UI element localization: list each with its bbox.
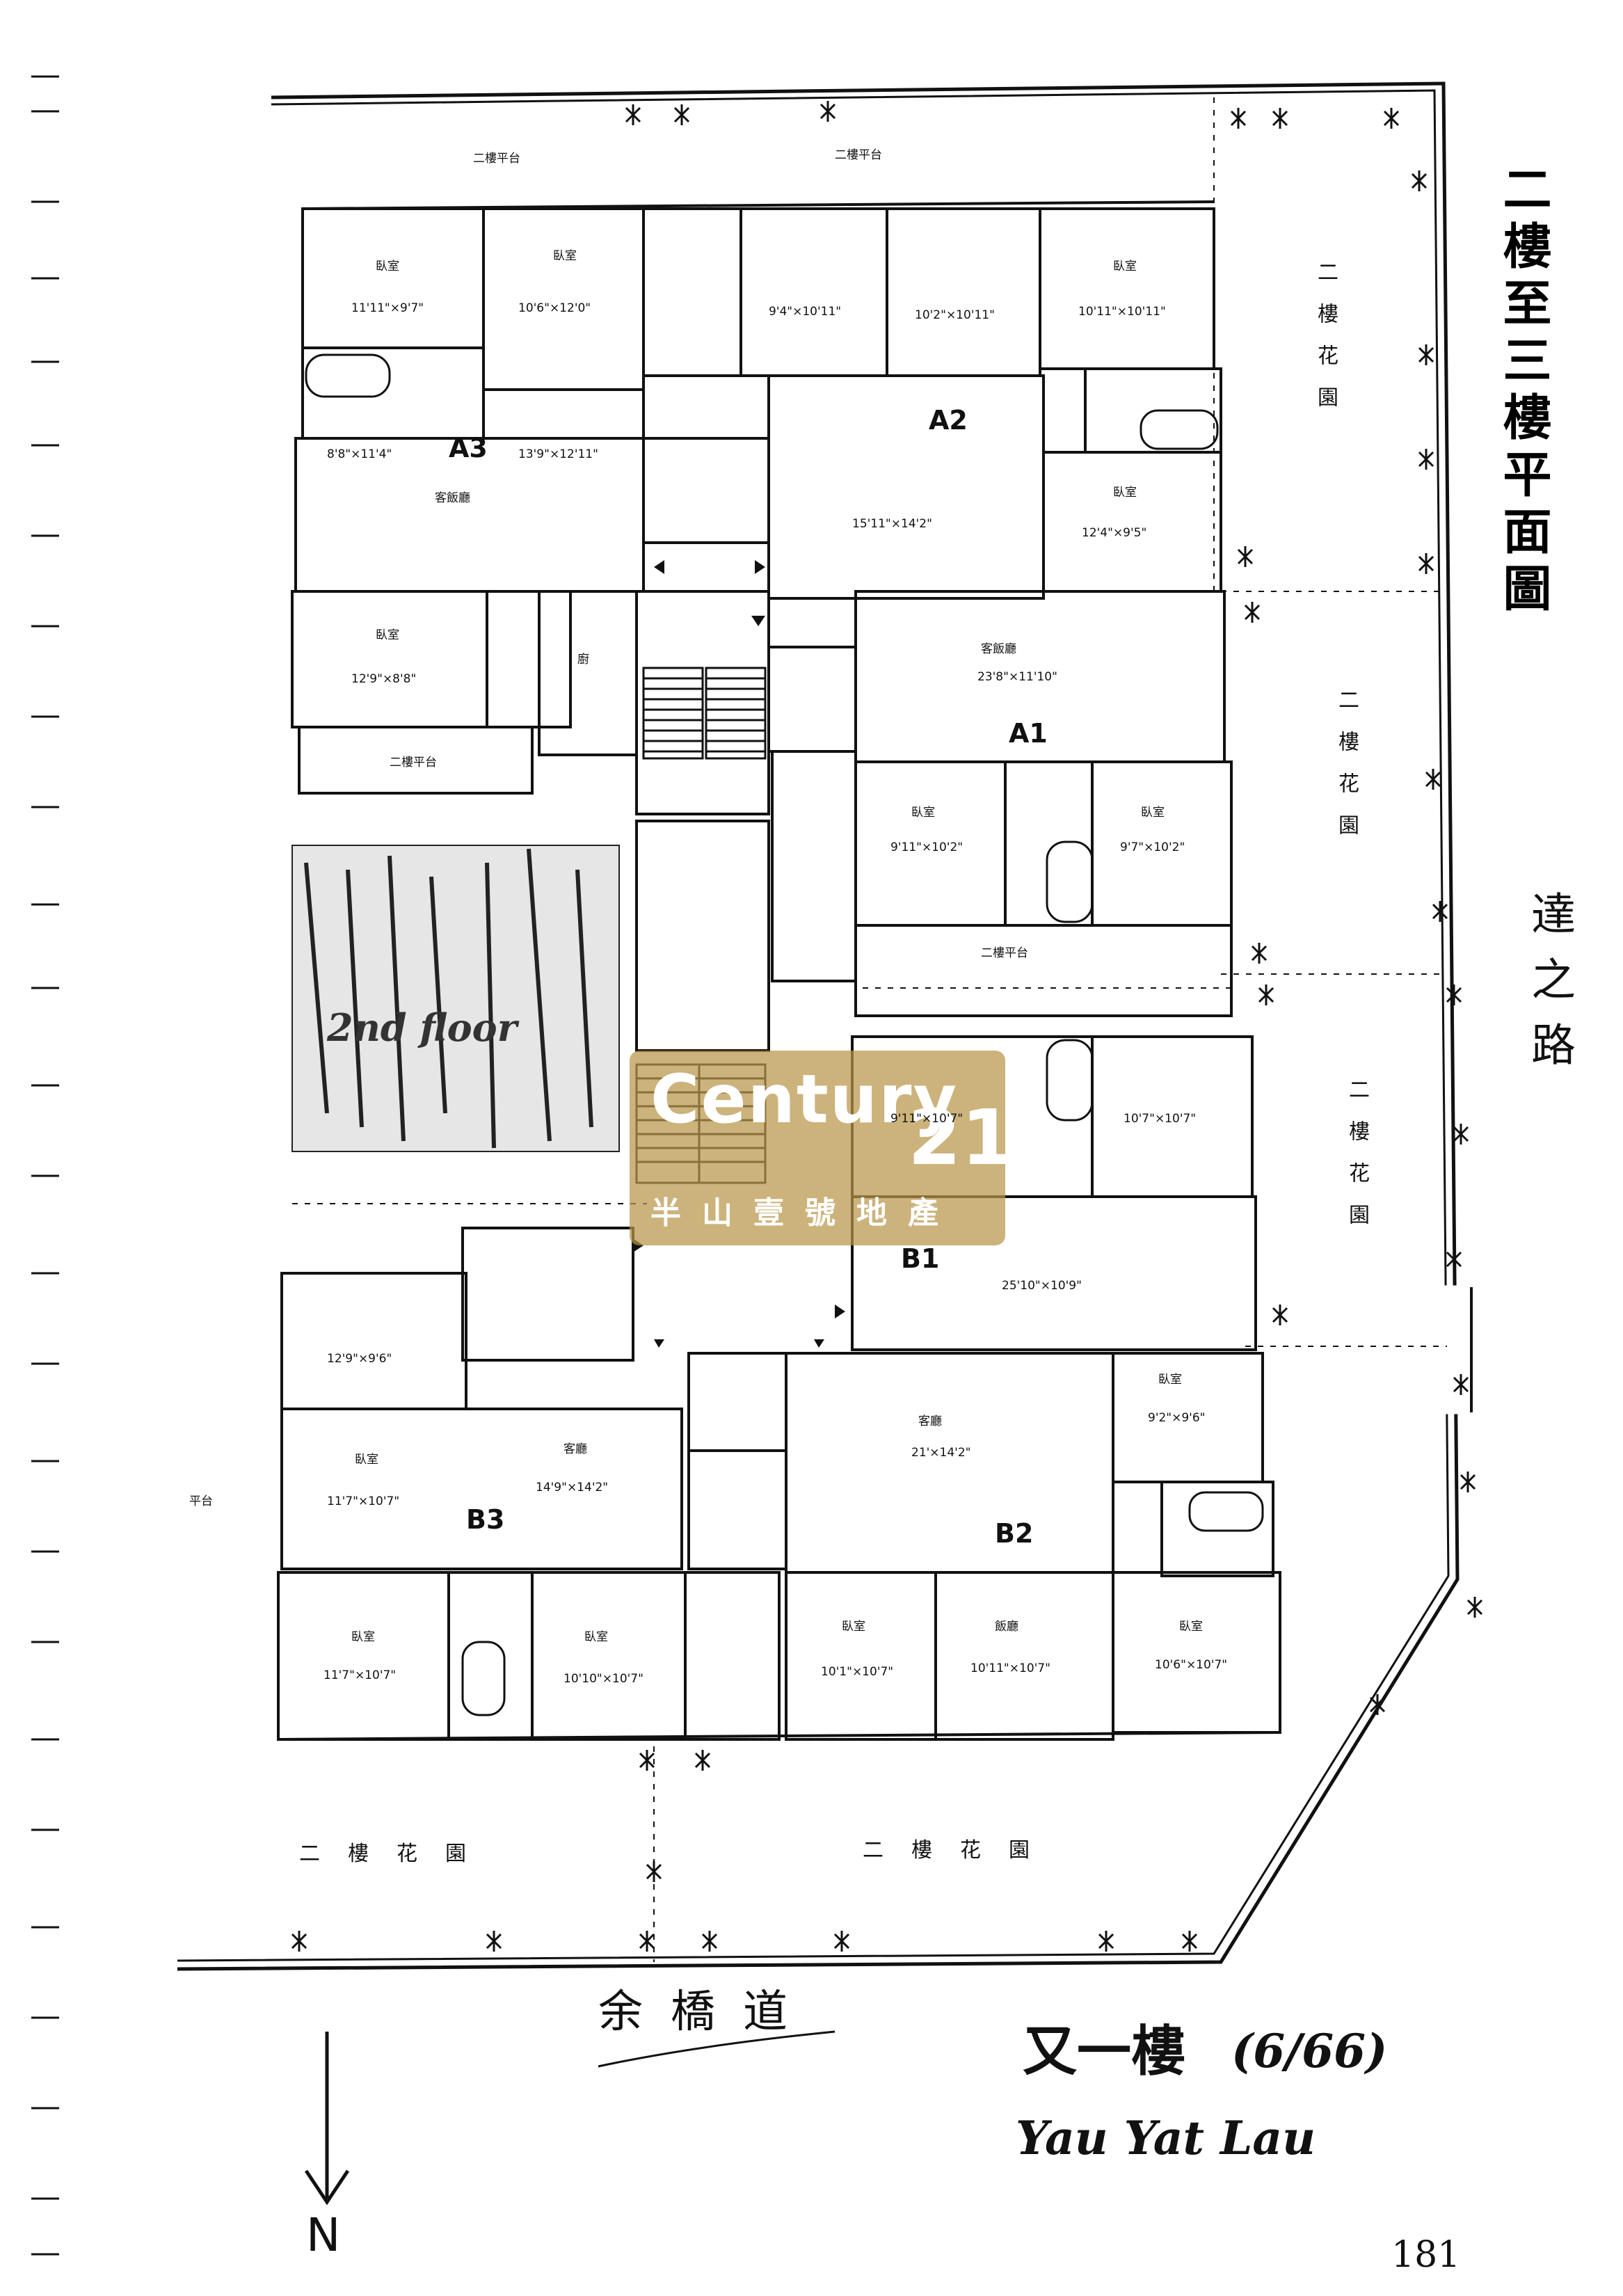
unit-a1: A1 (1009, 718, 1048, 749)
a3-bed1-name: 臥室 (376, 260, 399, 273)
century21-watermark: Century 21 半山壹號地產 (630, 1051, 1014, 1245)
road-label-right: 達之路 (1524, 891, 1575, 1087)
b3-bed3-dim: 10'10"×10'7" (563, 1672, 643, 1686)
b2-bed3-name: 飯廳 (995, 1620, 1018, 1634)
building-name-cn: 又一樓 (1023, 2020, 1186, 2083)
a1-bed2-dim: 9'7"×10'2" (1120, 840, 1185, 854)
terrace-mid-a3: 二樓平台 (390, 756, 437, 770)
a3-bed2-name: 臥室 (553, 249, 577, 263)
a1-living-dim: 23'8"×11'10" (977, 670, 1057, 684)
a2-bed3-name: 臥室 (1113, 260, 1137, 273)
b1-bed2-dim: 10'7"×10'7" (1124, 1112, 1197, 1126)
b2-living-dim: 21'×14'2" (911, 1446, 971, 1460)
garden-bottom-right: 二樓花園 (863, 1838, 1057, 1863)
a3-living-name: 客飯廳 (435, 491, 470, 505)
road-label-bottom: 余橋道 (598, 1986, 815, 2038)
a3-bed3-dim: 12'9"×8'8" (351, 672, 417, 686)
garden-bottom-left: 二樓花園 (299, 1842, 494, 1866)
a1-bed1-name: 臥室 (911, 806, 935, 820)
a2-bed2-dim: 10'2"×10'11" (915, 308, 995, 322)
b3-bed3-name: 臥室 (584, 1630, 608, 1644)
handwritten-note: 2nd floor (327, 1005, 518, 1050)
watermark-subtitle: 半山壹號地產 (650, 1195, 959, 1231)
unit-b3: B3 (466, 1504, 505, 1535)
road-underline (598, 2030, 836, 2068)
garden-right-upper: 二樓花園 (1313, 261, 1338, 428)
page-number: 181 (1391, 2234, 1461, 2276)
garden-right-lower: 二樓花園 (1345, 1078, 1369, 1245)
a3-living-dim: 13'9"×12'11" (518, 447, 598, 461)
site-boundary (177, 81, 1473, 1971)
b2-bed2-dim: 10'1"×10'7" (821, 1665, 894, 1679)
b2-bed1-name: 臥室 (1158, 1373, 1182, 1387)
terrace-left-b3: 平台 (189, 1494, 213, 1508)
a3-bed1-dim: 11'11"×9'7" (351, 301, 424, 315)
a3-kitchen-name: 廚 (577, 653, 589, 667)
b1-bed1-dim: 9'11"×10'7" (890, 1112, 964, 1126)
a1-bed2-name: 臥室 (1141, 806, 1165, 820)
smudge-area (291, 845, 620, 1152)
b2-living-name: 客廳 (918, 1414, 942, 1428)
north-arrow (304, 2032, 350, 2206)
a2-bed4-name: 臥室 (1113, 486, 1137, 500)
b2-bed2-name: 臥室 (842, 1620, 865, 1634)
unit-b1: B1 (901, 1243, 940, 1274)
a3-bed3-name: 臥室 (376, 628, 399, 642)
b2-bed3-dim: 10'11"×10'7" (970, 1661, 1050, 1675)
b2-bed1-dim: 9'2"×9'6" (1148, 1411, 1206, 1425)
north-label: N (306, 2208, 341, 2262)
watermark-brand: Century (650, 1060, 959, 1138)
b2-bed4-dim: 10'6"×10'7" (1155, 1658, 1228, 1672)
block-b-walls (277, 1035, 1281, 1741)
unit-a2: A2 (929, 405, 968, 436)
terrace-mid-a1: 二樓平台 (981, 946, 1028, 960)
garden-top-left: 二樓平台 (473, 152, 520, 166)
a2-bed4-dim: 12'4"×9'5" (1082, 526, 1147, 540)
b3-living-dim: 14'9"×14'2" (536, 1481, 609, 1494)
a2-bed3-dim: 10'11"×10'11" (1078, 305, 1166, 319)
binder-margin-marks (31, 75, 59, 2256)
a2-living-dim: 15'11"×14'2" (852, 517, 932, 531)
building-code: (6/66) (1231, 2024, 1388, 2078)
unit-a3: A3 (449, 433, 488, 463)
a1-bed1-dim: 9'11"×10'2" (890, 840, 964, 854)
a3-bed2-dim: 10'6"×12'0" (518, 301, 591, 315)
watermark-number: 21 (908, 1093, 1015, 1182)
b1-living-dim: 25'10"×10'9" (1002, 1279, 1082, 1293)
a1-living-name: 客飯廳 (981, 642, 1016, 656)
a2-bed1-dim: 9'4"×10'11" (769, 305, 842, 319)
page-title: 二樓至三樓平面圖 (1495, 164, 1553, 620)
b3-bed2-name: 臥室 (351, 1630, 375, 1644)
garden-plants (291, 101, 1483, 1952)
b3-bed1-dim: 11'7"×10'7" (327, 1494, 400, 1508)
b3-kitchen-dim: 12'9"×9'6" (327, 1352, 392, 1366)
garden-top-right: 二樓平台 (835, 148, 882, 162)
b3-living-name: 客廳 (563, 1442, 587, 1456)
block-a-walls (291, 200, 1233, 1052)
b3-bed1-name: 臥室 (355, 1453, 378, 1467)
unit-b2: B2 (995, 1518, 1034, 1549)
garden-right-middle: 二樓花園 (1334, 689, 1359, 856)
building-name-en: Yau Yat Lau (1016, 2111, 1316, 2165)
b3-bed2-dim: 11'7"×10'7" (323, 1668, 397, 1682)
a3-bath-dim: 8'8"×11'4" (327, 447, 392, 461)
b2-bed4-name: 臥室 (1179, 1620, 1203, 1634)
